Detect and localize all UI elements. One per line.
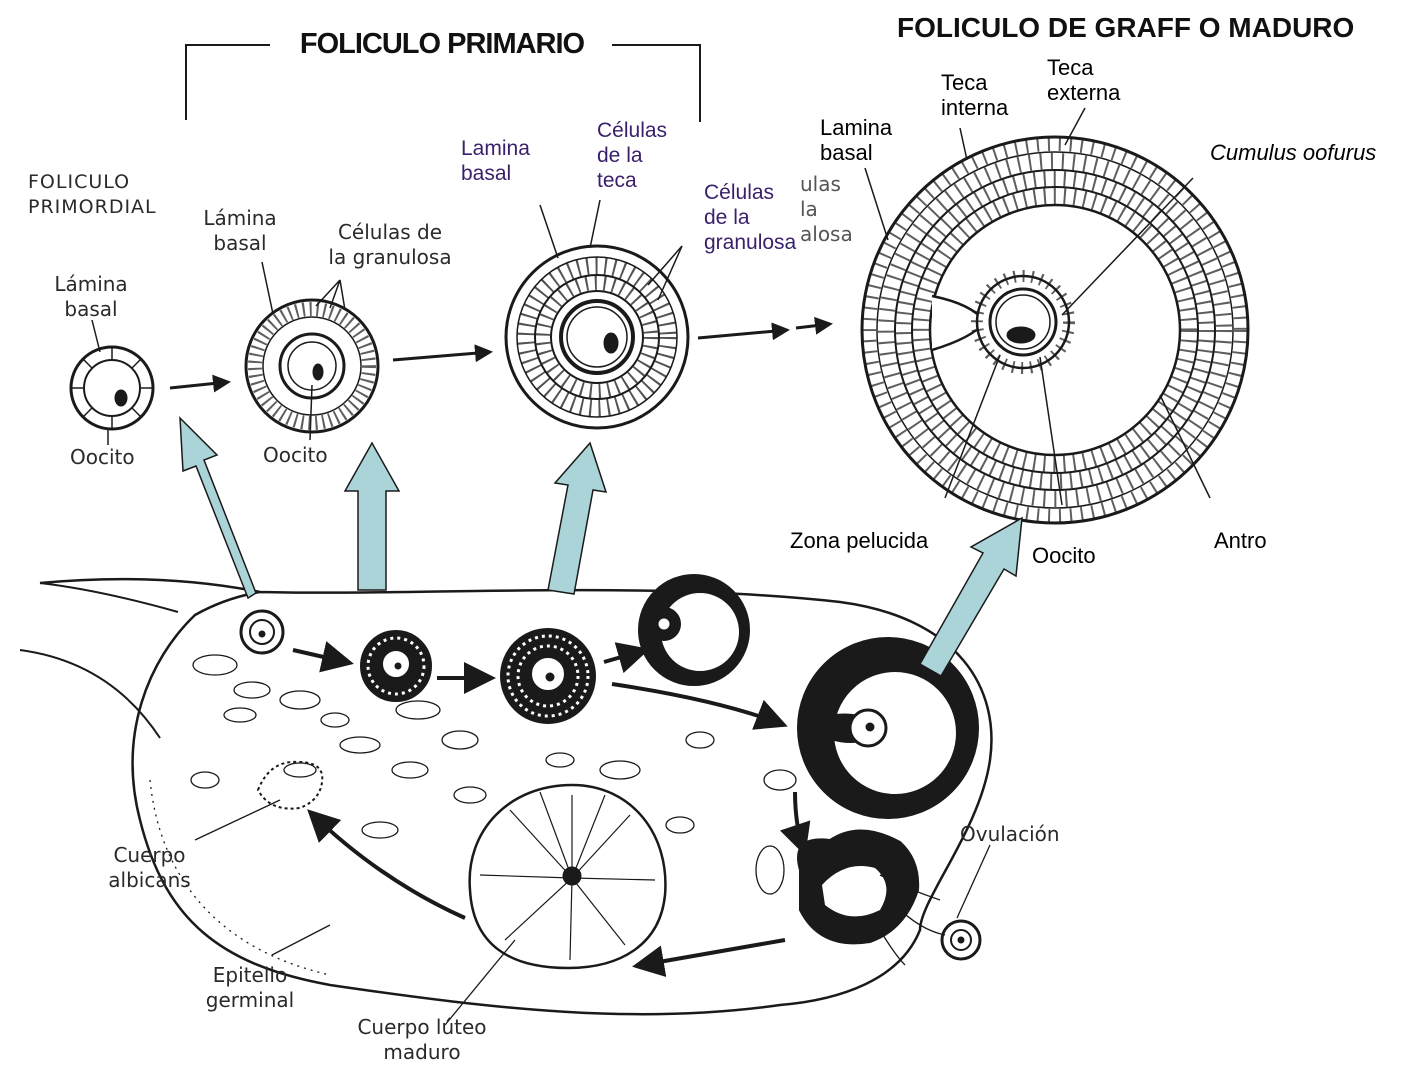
- label-celulas-granulosa-2: Células de la granulosa: [300, 220, 480, 270]
- highlight-arrow-primary-1: [345, 443, 399, 590]
- highlight-arrow-primary-2: [548, 443, 606, 594]
- label-oocito-2: Oocito: [263, 443, 328, 468]
- title-graff: FOLICULO DE GRAFF O MADURO: [897, 12, 1354, 44]
- label-primordial: FOLICULO PRIMORDIAL: [28, 170, 157, 220]
- title-primario: FOLICULO PRIMARIO: [270, 28, 614, 61]
- label-ovulacion: Ovulación: [960, 822, 1060, 847]
- label-celulas-teca-3: Células de la teca: [597, 118, 667, 193]
- label-lamina-basal-4: Lamina basal: [820, 115, 892, 165]
- label-oocito-4: Oocito: [1032, 543, 1096, 568]
- label-cuerpo-albicans: Cuerpo albicans: [92, 843, 207, 893]
- primordial-follicle: [71, 320, 153, 445]
- label-epitelio-germinal: Epitelio germinal: [200, 963, 300, 1013]
- label-zona-pelucida: Zona pelucida: [790, 528, 928, 553]
- label-teca-interna: Teca interna: [941, 70, 1008, 120]
- highlight-arrow-primordial: [180, 418, 256, 598]
- graafian-follicle-detail: [862, 108, 1248, 523]
- primary-follicle-early: [246, 262, 378, 440]
- primary-follicle-late: [506, 200, 688, 428]
- label-lamina-basal-3: Lamina basal: [461, 136, 530, 186]
- label-celulas-granulosa-behind: ulas la alosa: [800, 172, 853, 247]
- label-cuerpo-luteo: Cuerpo lúteo maduro: [352, 1015, 492, 1065]
- highlight-arrow-graafian: [920, 518, 1022, 676]
- label-oocito-1: Oocito: [70, 445, 135, 470]
- label-antro: Antro: [1214, 528, 1267, 553]
- ovary-follicles: [241, 575, 980, 968]
- label-celulas-granulosa-3: Células de la granulosa: [704, 180, 796, 255]
- label-lamina-basal-1: Lámina basal: [36, 272, 146, 322]
- label-lamina-basal-2: Lámina basal: [200, 206, 280, 256]
- label-cumulus: Cumulus oofurus: [1210, 140, 1376, 165]
- top-sequence-arrows: [170, 324, 830, 388]
- label-teca-externa: Teca externa: [1047, 55, 1120, 105]
